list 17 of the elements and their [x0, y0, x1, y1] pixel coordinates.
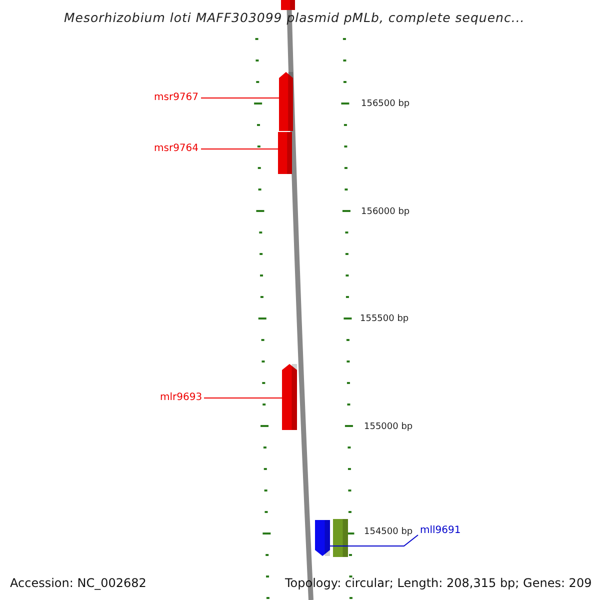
- gene-label: msr9767: [154, 92, 199, 104]
- leader-line: [330, 534, 418, 546]
- gene-arrow: [282, 364, 297, 430]
- chart-title: Mesorhizobium loti MAFF303099 plasmid pMLb, complete sequenc...: [64, 10, 525, 25]
- leader-line: [200, 148, 278, 150]
- scale-label: 154500 bp: [364, 527, 413, 538]
- info-text: Topology: circular; Length: 208,315 bp; Genes: 209: [285, 576, 592, 590]
- scale-label: 155000 bp: [364, 422, 413, 433]
- gene-arrow: [315, 520, 330, 556]
- gene-arrow: [279, 72, 293, 131]
- scale-label: 155500 bp: [360, 314, 409, 325]
- gene-label: msr9764: [154, 143, 199, 155]
- scale-label: 156500 bp: [361, 99, 410, 110]
- scale-label: 156000 bp: [361, 207, 410, 218]
- info-text: Accession: NC_002682: [10, 576, 146, 590]
- gene-label: mll9691: [420, 525, 461, 537]
- gene-label: mlr9693: [160, 392, 202, 404]
